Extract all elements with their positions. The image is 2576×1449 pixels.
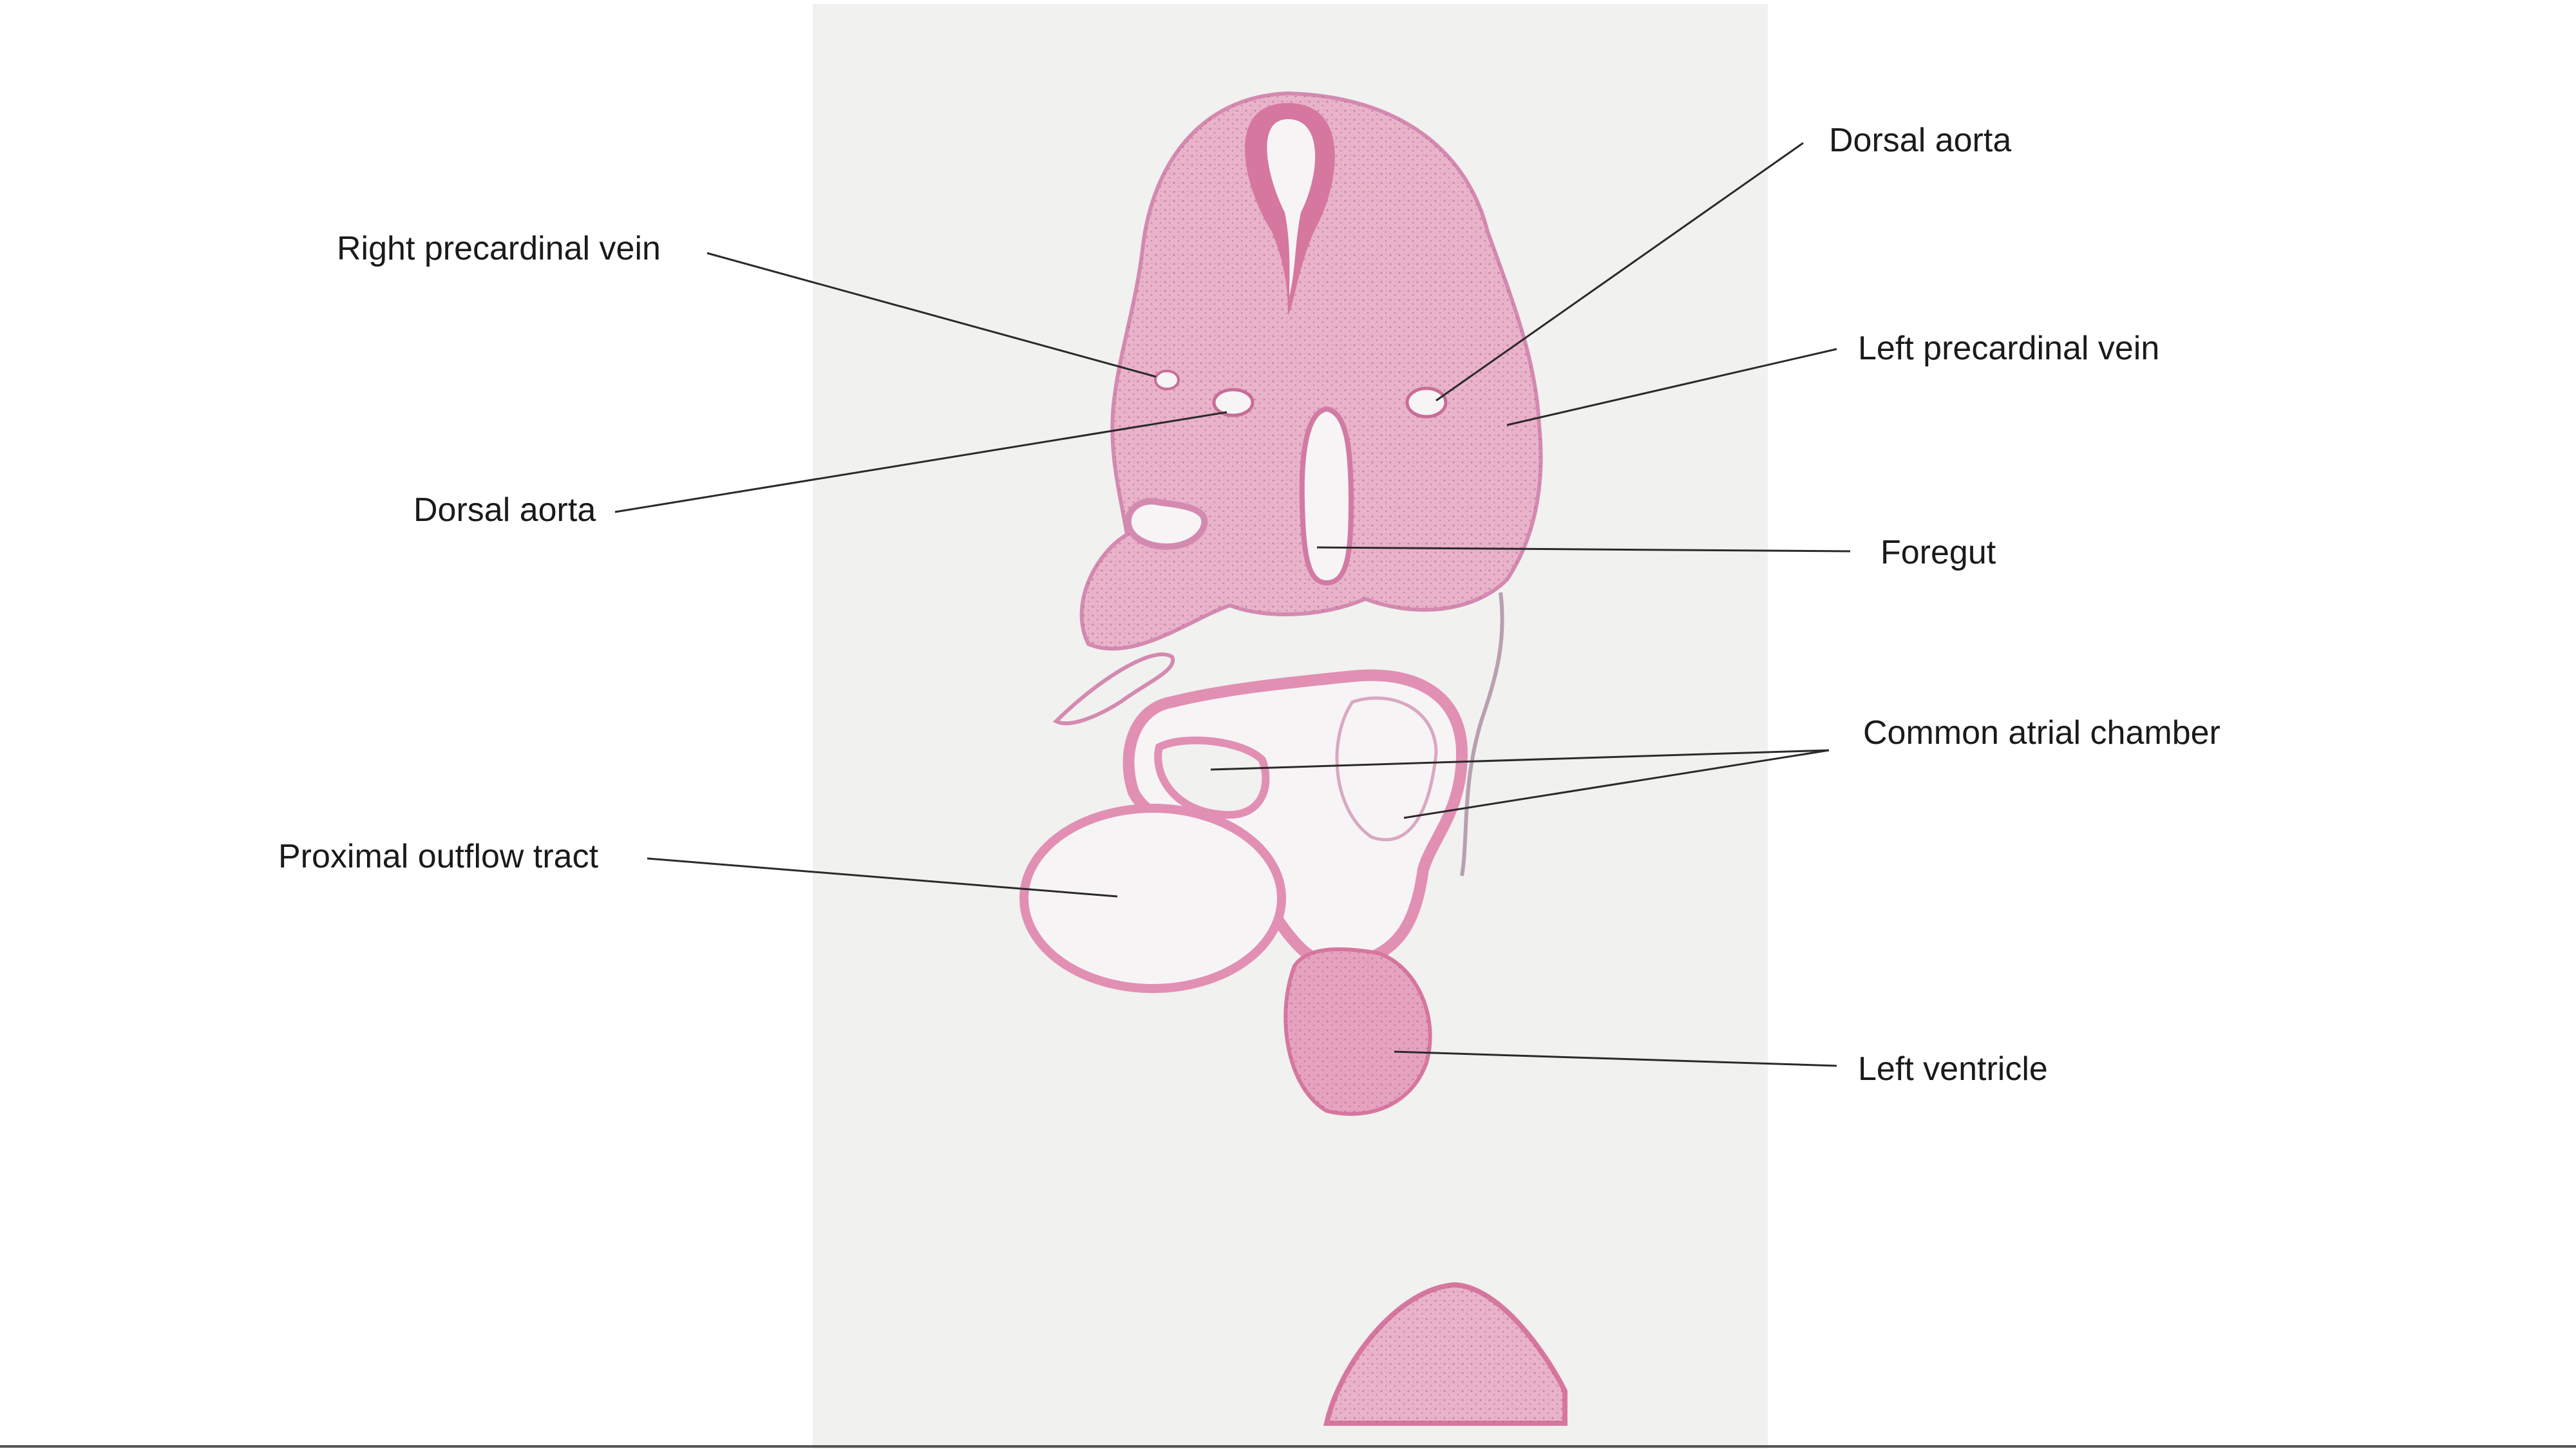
label-foregut: Foregut (1880, 534, 1996, 571)
leader-common-atrial-b (1403, 749, 1830, 819)
label-dorsal-aorta-right: Dorsal aorta (1829, 122, 2012, 159)
leader-left-precardinal-vein (1506, 348, 1837, 426)
right-dorsal-aorta (1212, 388, 1255, 417)
common-atrial-chamber (1122, 669, 1468, 969)
foregut (1299, 406, 1354, 586)
lateral-fold (1124, 498, 1208, 550)
right-precardinal-vein (1154, 370, 1180, 390)
label-dorsal-aorta-left: Dorsal aorta (413, 491, 596, 529)
label-right-precardinal-vein: Right precardinal vein (337, 230, 661, 267)
leader-left-ventricle (1394, 1050, 1837, 1067)
label-proximal-outflow-tract: Proximal outflow tract (278, 838, 599, 875)
neural-tube (1245, 103, 1335, 316)
leader-right-precardinal-vein (706, 252, 1157, 378)
left-dorsal-aorta (1405, 386, 1448, 419)
leader-dorsal-aorta-right (1435, 142, 1804, 402)
leader-dorsal-aorta-left (614, 411, 1227, 513)
label-common-atrial-chamber: Common atrial chamber (1863, 714, 2221, 752)
label-left-precardinal-vein: Left precardinal vein (1858, 330, 2160, 367)
label-left-ventricle: Left ventricle (1858, 1050, 2048, 1088)
amnion-fold (1052, 652, 1175, 726)
leader-common-atrial-a (1210, 749, 1830, 771)
proximal-outflow-tract (1019, 804, 1286, 993)
leader-foregut (1316, 546, 1851, 553)
leader-lines (614, 142, 1851, 1067)
leader-proximal-outflow-tract (647, 857, 1118, 898)
body-wall (1460, 592, 1504, 876)
